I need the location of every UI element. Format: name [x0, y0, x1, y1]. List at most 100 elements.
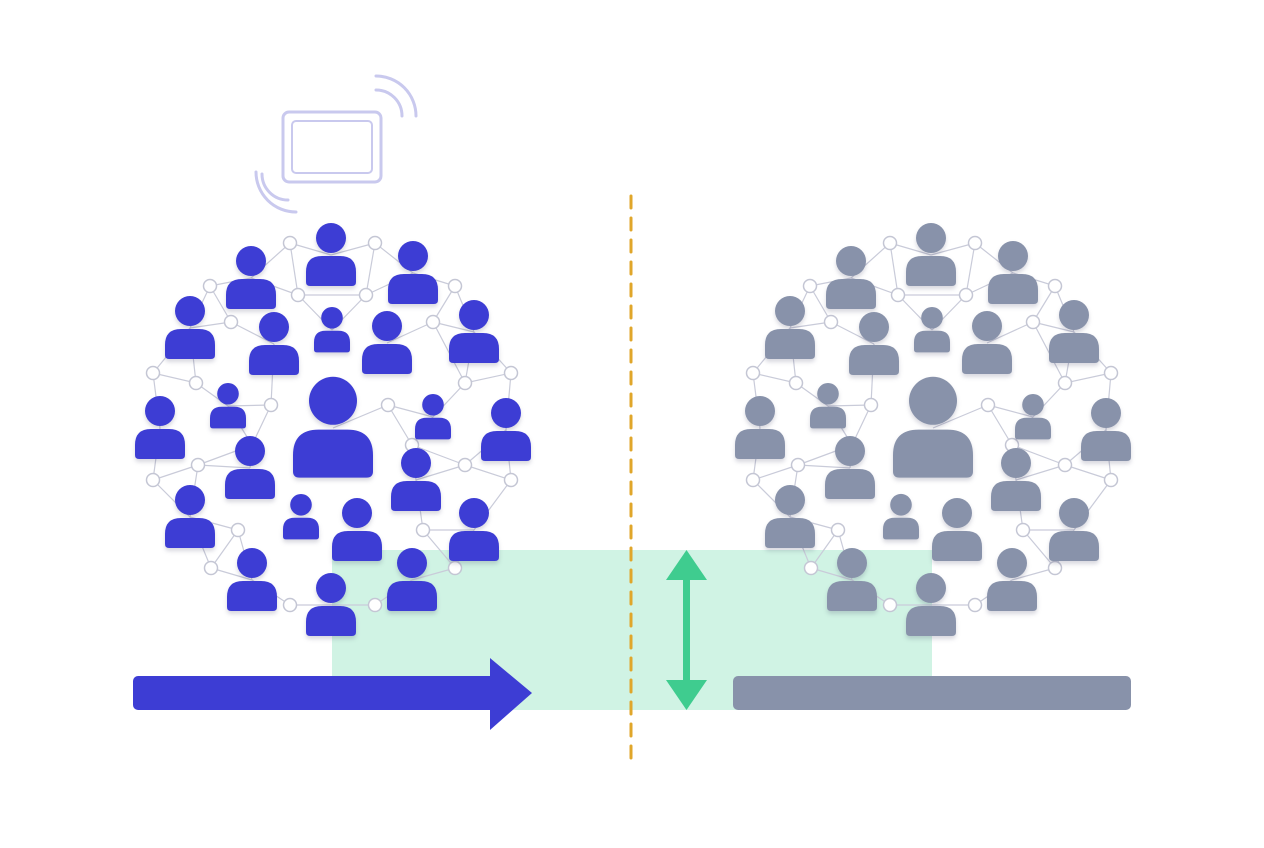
- network-node: [1025, 314, 1041, 330]
- person-icon: [962, 311, 1012, 374]
- network-node: [457, 457, 473, 473]
- person-icon: [765, 485, 815, 548]
- network-link: [1011, 567, 1056, 581]
- control-group-network: [735, 223, 1131, 636]
- network-node: [263, 397, 279, 413]
- network-node: [790, 457, 806, 473]
- network-link: [152, 464, 199, 481]
- network-link: [830, 321, 875, 345]
- network-node: [358, 287, 374, 303]
- network-node: [290, 287, 306, 303]
- person-icon: [765, 296, 815, 359]
- person-icon: [883, 493, 919, 540]
- person-icon: [810, 382, 846, 429]
- network-link: [365, 242, 376, 296]
- network-node: [503, 472, 519, 488]
- person-icon: [165, 296, 215, 359]
- person-icon: [225, 436, 275, 499]
- network-link: [987, 404, 1013, 446]
- network-node: [188, 375, 204, 391]
- network-node: [1047, 278, 1063, 294]
- person-icon: [1049, 498, 1099, 561]
- network-node: [415, 522, 431, 538]
- person-icon: [249, 312, 299, 375]
- network-node: [282, 597, 298, 613]
- network-link: [965, 242, 976, 296]
- network-link: [289, 242, 299, 296]
- person-icon: [735, 396, 785, 459]
- person-icon: [1049, 300, 1099, 363]
- network-node: [882, 235, 898, 251]
- network-node: [863, 397, 879, 413]
- person-icon: [827, 548, 877, 611]
- control-bar: [733, 676, 1131, 710]
- network-node: [958, 287, 974, 303]
- person-icon: [893, 376, 973, 478]
- network-node: [882, 597, 898, 613]
- person-icon: [1081, 398, 1131, 461]
- person-icon: [914, 306, 950, 353]
- network-link: [464, 464, 512, 481]
- network-link: [152, 372, 197, 384]
- network-link: [752, 464, 799, 481]
- person-icon: [415, 393, 451, 440]
- network-node: [457, 375, 473, 391]
- person-icon: [314, 306, 350, 353]
- control-people: [735, 223, 1131, 636]
- network-node: [830, 522, 846, 538]
- person-icon: [449, 300, 499, 363]
- person-icon: [283, 493, 319, 540]
- network-node: [967, 597, 983, 613]
- network-node: [980, 397, 996, 413]
- person-icon: [991, 448, 1041, 511]
- network-node: [282, 235, 298, 251]
- network-link: [387, 404, 434, 418]
- network-node: [503, 365, 519, 381]
- person-icon: [481, 398, 531, 461]
- network-node: [380, 397, 396, 413]
- person-icon: [1015, 393, 1051, 440]
- network-node: [223, 314, 239, 330]
- network-node: [967, 235, 983, 251]
- network-link: [386, 321, 434, 344]
- network-link: [1011, 444, 1066, 466]
- network-node: [788, 375, 804, 391]
- person-icon: [988, 241, 1038, 304]
- network-node: [745, 472, 761, 488]
- network-link: [1064, 464, 1112, 481]
- person-icon: [906, 223, 956, 286]
- network-node: [367, 235, 383, 251]
- network-node: [1103, 365, 1119, 381]
- network-node: [203, 560, 219, 576]
- network-link: [810, 529, 839, 569]
- network-link: [797, 464, 851, 469]
- network-node: [745, 365, 761, 381]
- person-icon: [332, 498, 382, 561]
- network-node: [1057, 457, 1073, 473]
- wireless-device-icon: [254, 74, 418, 214]
- network-node: [1103, 472, 1119, 488]
- network-node: [447, 560, 463, 576]
- network-link: [230, 321, 275, 345]
- treatment-arrow: [133, 658, 532, 730]
- network-link: [422, 529, 456, 569]
- network-link: [987, 404, 1034, 418]
- person-icon: [226, 245, 276, 309]
- network-link: [411, 567, 456, 581]
- network-link: [986, 321, 1034, 344]
- network-link: [387, 404, 413, 446]
- person-icon: [849, 312, 899, 375]
- person-icon: [388, 241, 438, 304]
- network-node: [202, 278, 218, 294]
- network-link: [197, 464, 251, 469]
- person-icon: [932, 498, 982, 561]
- person-icon: [906, 573, 956, 636]
- network-node: [145, 472, 161, 488]
- network-link: [889, 242, 899, 296]
- person-icon: [825, 436, 875, 499]
- network-node: [367, 597, 383, 613]
- control-network-nodes: [745, 235, 1119, 613]
- network-link: [330, 242, 376, 256]
- network-node: [425, 314, 441, 330]
- person-icon: [306, 573, 356, 636]
